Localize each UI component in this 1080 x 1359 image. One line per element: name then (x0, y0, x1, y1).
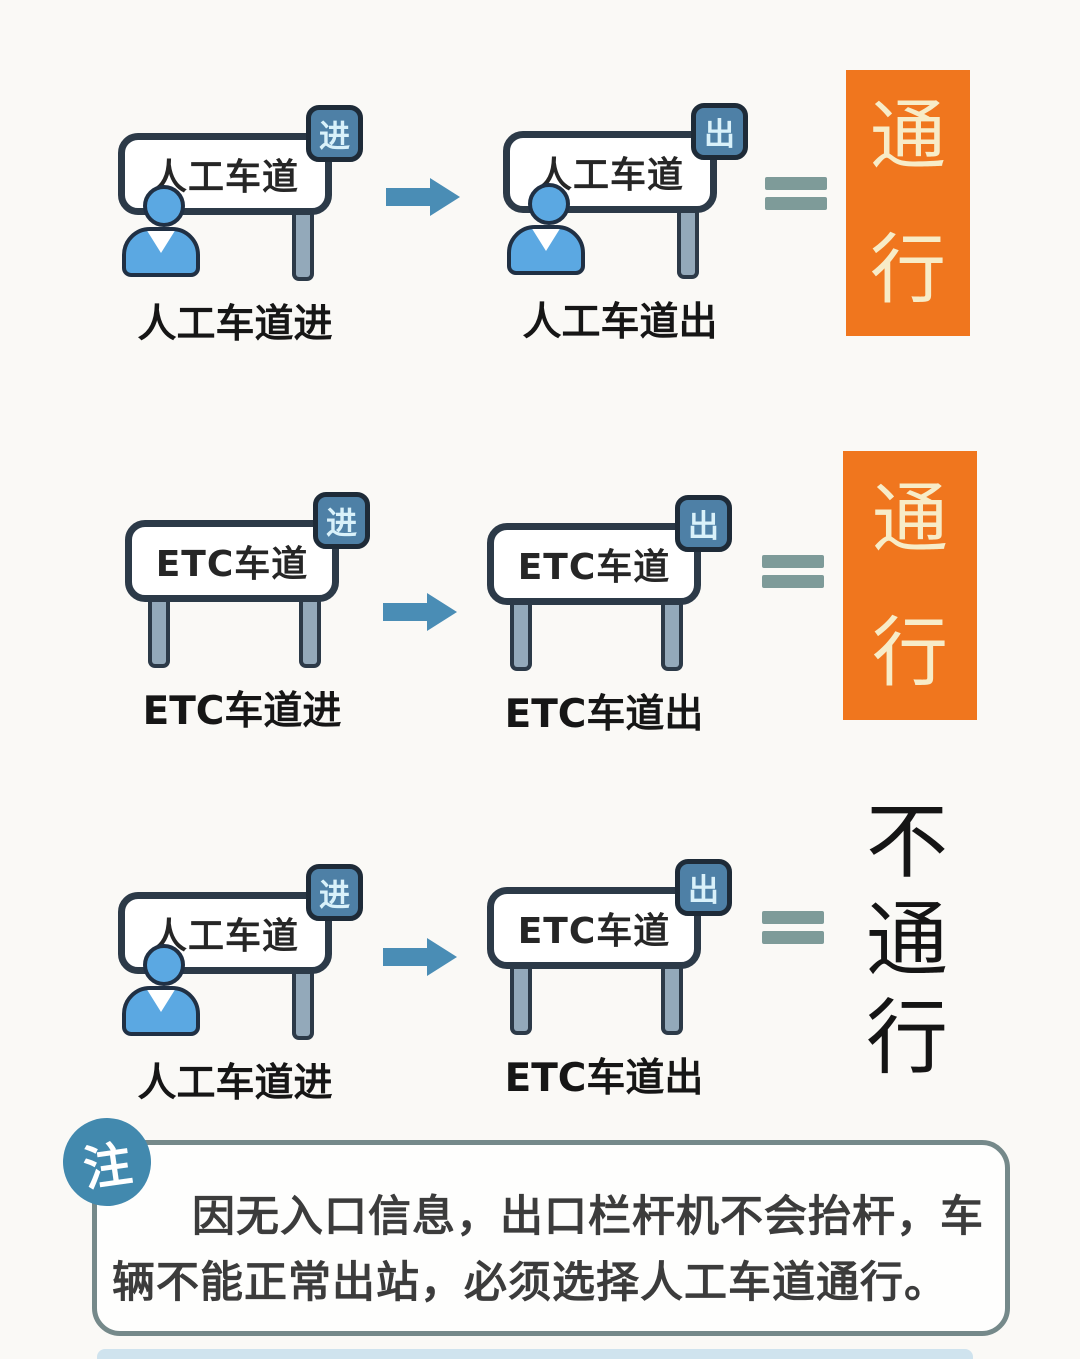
pass-result-text: 通行 (870, 91, 946, 314)
equals-icon (762, 911, 824, 945)
manual-lane-entry-sign-row3: 人工车道 进 人工车道进 (100, 854, 370, 1106)
sign-caption: ETC车道进 (142, 689, 342, 734)
person-head (143, 185, 185, 227)
entry-badge: 进 (306, 864, 363, 921)
person-icon (507, 183, 591, 279)
person-head (143, 944, 185, 986)
person-torso (507, 225, 585, 275)
sign-caption: 人工车道进 (137, 1061, 333, 1106)
lane-sign-board: ETC车道 (487, 523, 701, 605)
lane-sign-text: ETC车道 (517, 911, 671, 952)
sign-leg (510, 597, 532, 671)
lane-sign-board: ETC车道 (125, 520, 339, 602)
manual-lane-exit-sign: 人工车道 出 人工车道出 (485, 93, 755, 345)
entry-badge: 进 (313, 492, 370, 549)
pass-result-text: 通行 (872, 473, 948, 697)
sign-leg (292, 207, 314, 281)
exit-badge: 出 (675, 859, 732, 916)
lane-sign-text: ETC车道 (155, 544, 309, 585)
etc-lane-exit-sign: ETC车道 出 ETC车道出 (469, 485, 739, 737)
sign-caption: ETC车道出 (504, 1056, 704, 1101)
arrow-right-icon (386, 178, 460, 216)
person-icon (122, 185, 206, 281)
sign-caption: 人工车道进 (137, 302, 333, 347)
person-icon (122, 944, 206, 1040)
arrow-right-icon (383, 593, 457, 631)
cropped-bottom-strip (97, 1349, 973, 1359)
lane-sign-board: ETC车道 (487, 887, 701, 969)
sign-leg (292, 966, 314, 1040)
sign-caption: 人工车道出 (522, 300, 718, 345)
entry-badge: 进 (306, 105, 363, 162)
no-pass-result-text: 不通行 (866, 795, 949, 1086)
lane-sign-text: ETC车道 (517, 547, 671, 588)
etc-lane-entry-sign: ETC车道 进 ETC车道进 (107, 482, 377, 734)
pass-result-box: 通行 (843, 451, 977, 720)
person-torso (122, 986, 200, 1036)
exit-badge: 出 (691, 103, 748, 160)
sign-leg (677, 205, 699, 279)
manual-lane-entry-sign: 人工车道 进 人工车道进 (100, 95, 370, 347)
no-pass-result: 不通行 (866, 794, 950, 1088)
note-line-2: 辆不能正常出站，必须选择人工车道通行。 (112, 1258, 948, 1308)
sign-leg (510, 961, 532, 1035)
sign-caption: ETC车道出 (504, 692, 704, 737)
person-head (528, 183, 570, 225)
sign-leg (148, 594, 170, 668)
note-line-1: 因无入口信息，出口栏杆机不会抬杆，车 (192, 1192, 984, 1242)
note-box (92, 1140, 1010, 1336)
sign-leg (661, 961, 683, 1035)
equals-icon (762, 555, 824, 589)
equals-icon (765, 177, 827, 211)
exit-badge: 出 (675, 495, 732, 552)
pass-result-box: 通行 (846, 70, 970, 336)
person-torso (122, 227, 200, 277)
arrow-right-icon (383, 938, 457, 976)
sign-leg (299, 594, 321, 668)
etc-lane-exit-sign-row3: ETC车道 出 ETC车道出 (469, 849, 739, 1101)
sign-leg (661, 597, 683, 671)
